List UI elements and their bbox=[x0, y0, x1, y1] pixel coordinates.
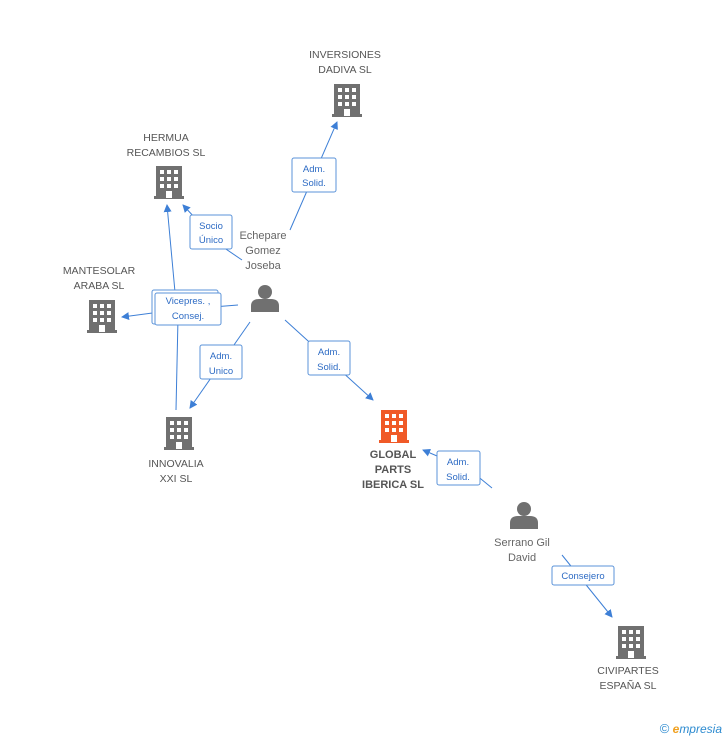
company-name-line: GLOBAL bbox=[370, 449, 417, 461]
company-node-civipartes[interactable]: CIVIPARTES ESPAÑA SL bbox=[597, 626, 659, 692]
person-name-line: Gomez bbox=[245, 245, 280, 257]
company-name-line: HERMUA bbox=[143, 132, 189, 144]
relation-line: Único bbox=[199, 235, 223, 246]
relation-adm-solid-serrano: Adm. Solid. bbox=[436, 450, 481, 486]
company-node-mantesolar[interactable]: MANTESOLAR ARABA SL bbox=[63, 265, 136, 333]
person-icon bbox=[251, 285, 279, 312]
relation-line: Solid. bbox=[302, 178, 326, 189]
building-icon bbox=[379, 410, 409, 443]
relation-vicepres-consej: Vicepres. , Consej. bbox=[151, 289, 222, 326]
company-node-inversiones[interactable]: INVERSIONES DADIVA SL bbox=[309, 49, 381, 117]
relation-adm-solid-global: Adm. Solid. bbox=[307, 340, 351, 376]
company-name-line: INNOVALIA bbox=[148, 458, 203, 470]
relation-line: Adm. bbox=[210, 351, 232, 362]
company-name-line: IBERICA SL bbox=[362, 479, 424, 491]
company-name-line: RECAMBIOS SL bbox=[127, 147, 206, 159]
edge-serrano-civipartes bbox=[561, 554, 613, 618]
relation-line: Unico bbox=[209, 366, 233, 377]
relation-line: Consej. bbox=[172, 311, 204, 322]
person-node-serrano[interactable]: Serrano Gil David bbox=[494, 502, 550, 564]
building-icon bbox=[164, 417, 194, 450]
brand-logo-e: e bbox=[672, 722, 680, 736]
company-node-hermua[interactable]: HERMUA RECAMBIOS SL bbox=[127, 132, 206, 199]
building-icon bbox=[616, 626, 646, 659]
footer-brand: © empresia bbox=[660, 721, 722, 736]
relation-socio-unico-hermua: Socio Único bbox=[189, 214, 233, 250]
person-name-line: David bbox=[508, 552, 536, 564]
relation-line: Adm. bbox=[303, 164, 325, 175]
building-icon bbox=[154, 166, 184, 199]
person-icon bbox=[510, 502, 538, 529]
relation-line: Socio bbox=[199, 221, 223, 232]
copyright-icon: © bbox=[659, 721, 670, 736]
company-name-line: MANTESOLAR bbox=[63, 265, 136, 277]
relation-line: Adm. bbox=[447, 457, 469, 468]
edge-innovalia-link bbox=[175, 317, 179, 411]
company-name-line: INVERSIONES bbox=[309, 49, 381, 61]
brand-name: mpresia bbox=[679, 722, 722, 736]
company-name-line: PARTS bbox=[375, 464, 411, 476]
company-name-line: ARABA SL bbox=[74, 280, 125, 292]
relation-labels: Adm. Solid. Socio Único Vicepres. , Cons… bbox=[151, 157, 615, 586]
relation-line: Solid. bbox=[446, 472, 470, 483]
person-name-line: Serrano Gil bbox=[494, 537, 550, 549]
relation-consejero-civipartes: Consejero bbox=[551, 565, 615, 586]
relation-adm-unico-innovalia: Adm. Unico bbox=[199, 344, 243, 380]
person-name-line: Joseba bbox=[245, 260, 281, 272]
relation-line: Solid. bbox=[317, 362, 341, 373]
edge-innovalia-hermua bbox=[163, 204, 176, 293]
company-node-innovalia[interactable]: INNOVALIA XXI SL bbox=[148, 417, 204, 485]
building-icon bbox=[87, 300, 117, 333]
company-name-line: XXI SL bbox=[160, 473, 193, 485]
building-icon bbox=[332, 84, 362, 117]
person-node-echepare[interactable]: Echepare Gomez Joseba bbox=[239, 230, 287, 312]
relation-line: Vicepres. , bbox=[166, 296, 211, 307]
person-name-line: Echepare bbox=[239, 230, 286, 242]
company-node-global[interactable]: GLOBAL PARTS IBERICA SL bbox=[362, 410, 424, 491]
relation-adm-solid-inversiones: Adm. Solid. bbox=[291, 157, 337, 193]
company-name-line: ESPAÑA SL bbox=[599, 679, 656, 692]
relation-line: Adm. bbox=[318, 347, 340, 358]
relation-line: Consejero bbox=[561, 571, 604, 582]
company-name-line: CIVIPARTES bbox=[597, 665, 658, 677]
company-name-line: DADIVA SL bbox=[318, 64, 372, 76]
